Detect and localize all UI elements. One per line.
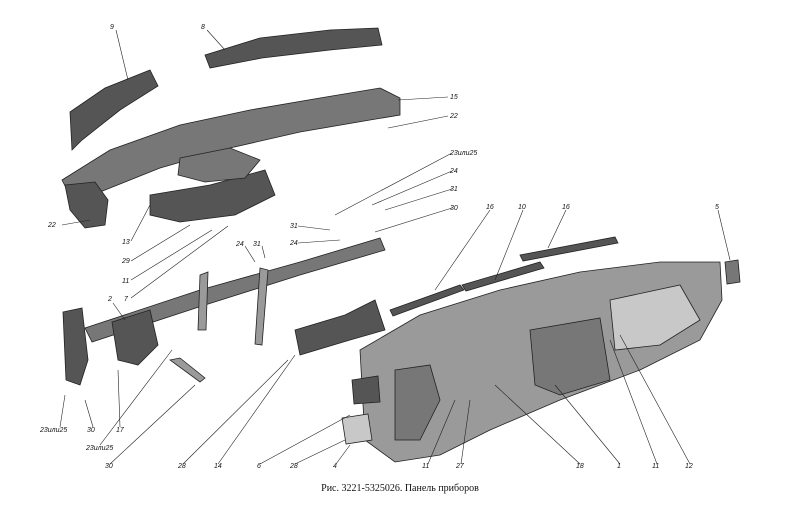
label-11: 11 <box>122 278 129 285</box>
label-31: 31 <box>450 186 458 193</box>
part-5-end-cap <box>724 259 741 285</box>
label-13: 13 <box>122 239 130 246</box>
label-6: 6 <box>257 463 261 470</box>
label-23or25b: 23или25 <box>39 427 67 434</box>
label-31b: 31 <box>253 241 261 248</box>
part-10-strip <box>461 261 545 292</box>
label-28b: 28 <box>289 463 298 470</box>
label-11b: 11 <box>422 463 429 470</box>
label-30: 30 <box>450 205 458 212</box>
label-16b: 16 <box>562 204 570 211</box>
label-30c: 30 <box>105 463 113 470</box>
label-14: 14 <box>214 463 222 470</box>
label-4: 4 <box>333 463 337 470</box>
part-16-left-strip <box>389 284 465 317</box>
figure-caption: Рис. 3221-5325026. Панель приборов <box>321 483 479 494</box>
part-15-left-bracket <box>64 181 109 229</box>
label-22b: 22 <box>47 222 56 229</box>
part-8-duct <box>204 27 383 69</box>
label-24b: 24 <box>235 241 244 248</box>
label-12: 12 <box>685 463 693 470</box>
part-29-center-duct <box>177 147 261 183</box>
label-15: 15 <box>450 94 458 101</box>
label-18: 18 <box>576 463 584 470</box>
label-24c: 24 <box>289 240 298 247</box>
label-8: 8 <box>201 24 205 31</box>
label-2: 2 <box>107 296 112 303</box>
label-10: 10 <box>518 204 526 211</box>
label-29: 29 <box>121 258 130 265</box>
label-7: 7 <box>124 296 129 303</box>
part-16-right-strip <box>519 236 619 262</box>
label-16: 16 <box>486 204 494 211</box>
label-1: 1 <box>617 463 621 470</box>
label-31c: 31 <box>290 223 298 230</box>
part-4-bezel <box>341 413 373 445</box>
part-14-bracket <box>294 299 386 356</box>
label-28: 28 <box>177 463 186 470</box>
label-24: 24 <box>449 168 458 175</box>
leader-lines <box>59 29 731 465</box>
label-17: 17 <box>116 427 125 434</box>
dashboard-cluster-hood <box>394 364 441 441</box>
dashboard-center-console <box>529 317 611 396</box>
label-23or25: 23или25 <box>449 150 477 157</box>
dashboard-glovebox <box>609 284 701 351</box>
part-15-upper-frame <box>61 87 401 206</box>
label-9: 9 <box>110 24 114 31</box>
label-22: 22 <box>449 113 458 120</box>
part-6-switch-block <box>351 375 381 405</box>
part-2-left-mount <box>62 307 89 386</box>
label-27: 27 <box>455 463 465 470</box>
part-center-stay <box>197 271 209 331</box>
part-13-lower-duct <box>149 169 276 223</box>
label-30b: 30 <box>87 427 95 434</box>
label-5: 5 <box>715 204 719 211</box>
part-2-center-bracket <box>111 309 159 366</box>
part-9-duct <box>69 69 159 151</box>
label-23or25c: 23или25 <box>85 445 113 452</box>
part-labels: 9 8 15 22 23или25 24 31 30 16 10 16 5 22… <box>39 24 719 470</box>
part-support-leg <box>169 267 269 383</box>
label-11c: 11 <box>652 463 659 470</box>
